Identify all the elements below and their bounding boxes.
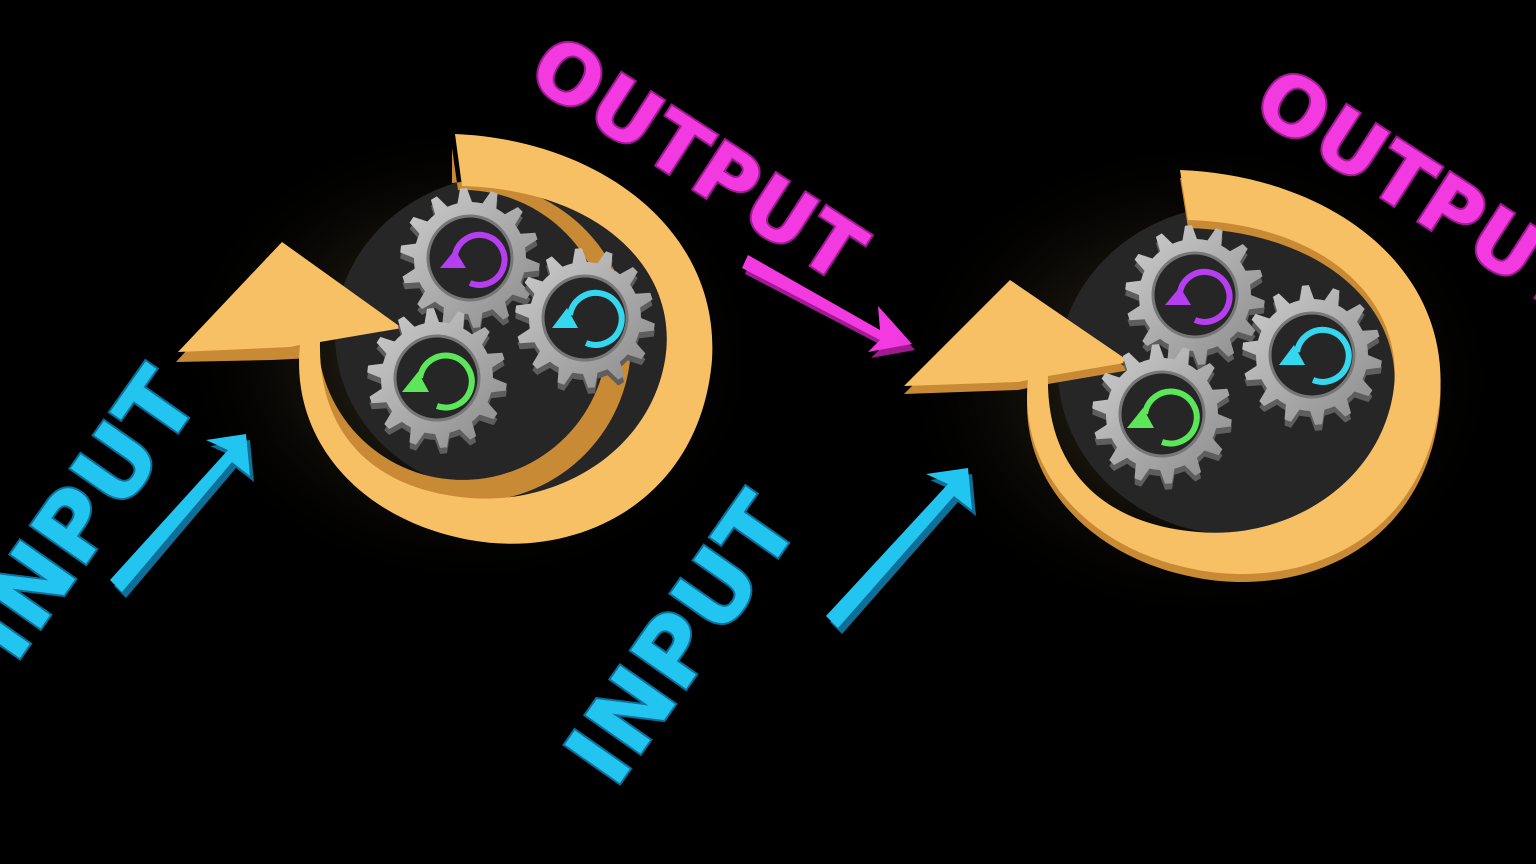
refresh-arrow-icon (1279, 326, 1352, 385)
refresh-arrow-icon (552, 289, 625, 348)
gear-icon (1242, 285, 1382, 431)
cycle-arrow-icon (176, 134, 713, 544)
gear-right (515, 248, 655, 394)
diagram-group-left: INPUT OUTPUT (0, 16, 915, 680)
gear-right (1242, 285, 1382, 431)
gear-bottom (367, 308, 507, 454)
gear-icon (515, 248, 655, 394)
gear-icon (400, 188, 540, 334)
gear-icon (1092, 344, 1232, 490)
refresh-arrow-icon (1127, 388, 1200, 447)
cycle-arrow-icon (904, 170, 1441, 583)
refresh-arrow-icon (440, 231, 508, 288)
gear-top (400, 188, 540, 334)
straight-arrow-icon (826, 468, 976, 634)
refresh-arrow-icon (402, 352, 475, 411)
gear-bottom (1092, 344, 1232, 490)
gear-icon (367, 308, 507, 454)
straight-arrow-icon (742, 255, 915, 358)
straight-arrow-icon (110, 434, 254, 598)
refresh-arrow-icon (1165, 268, 1233, 325)
